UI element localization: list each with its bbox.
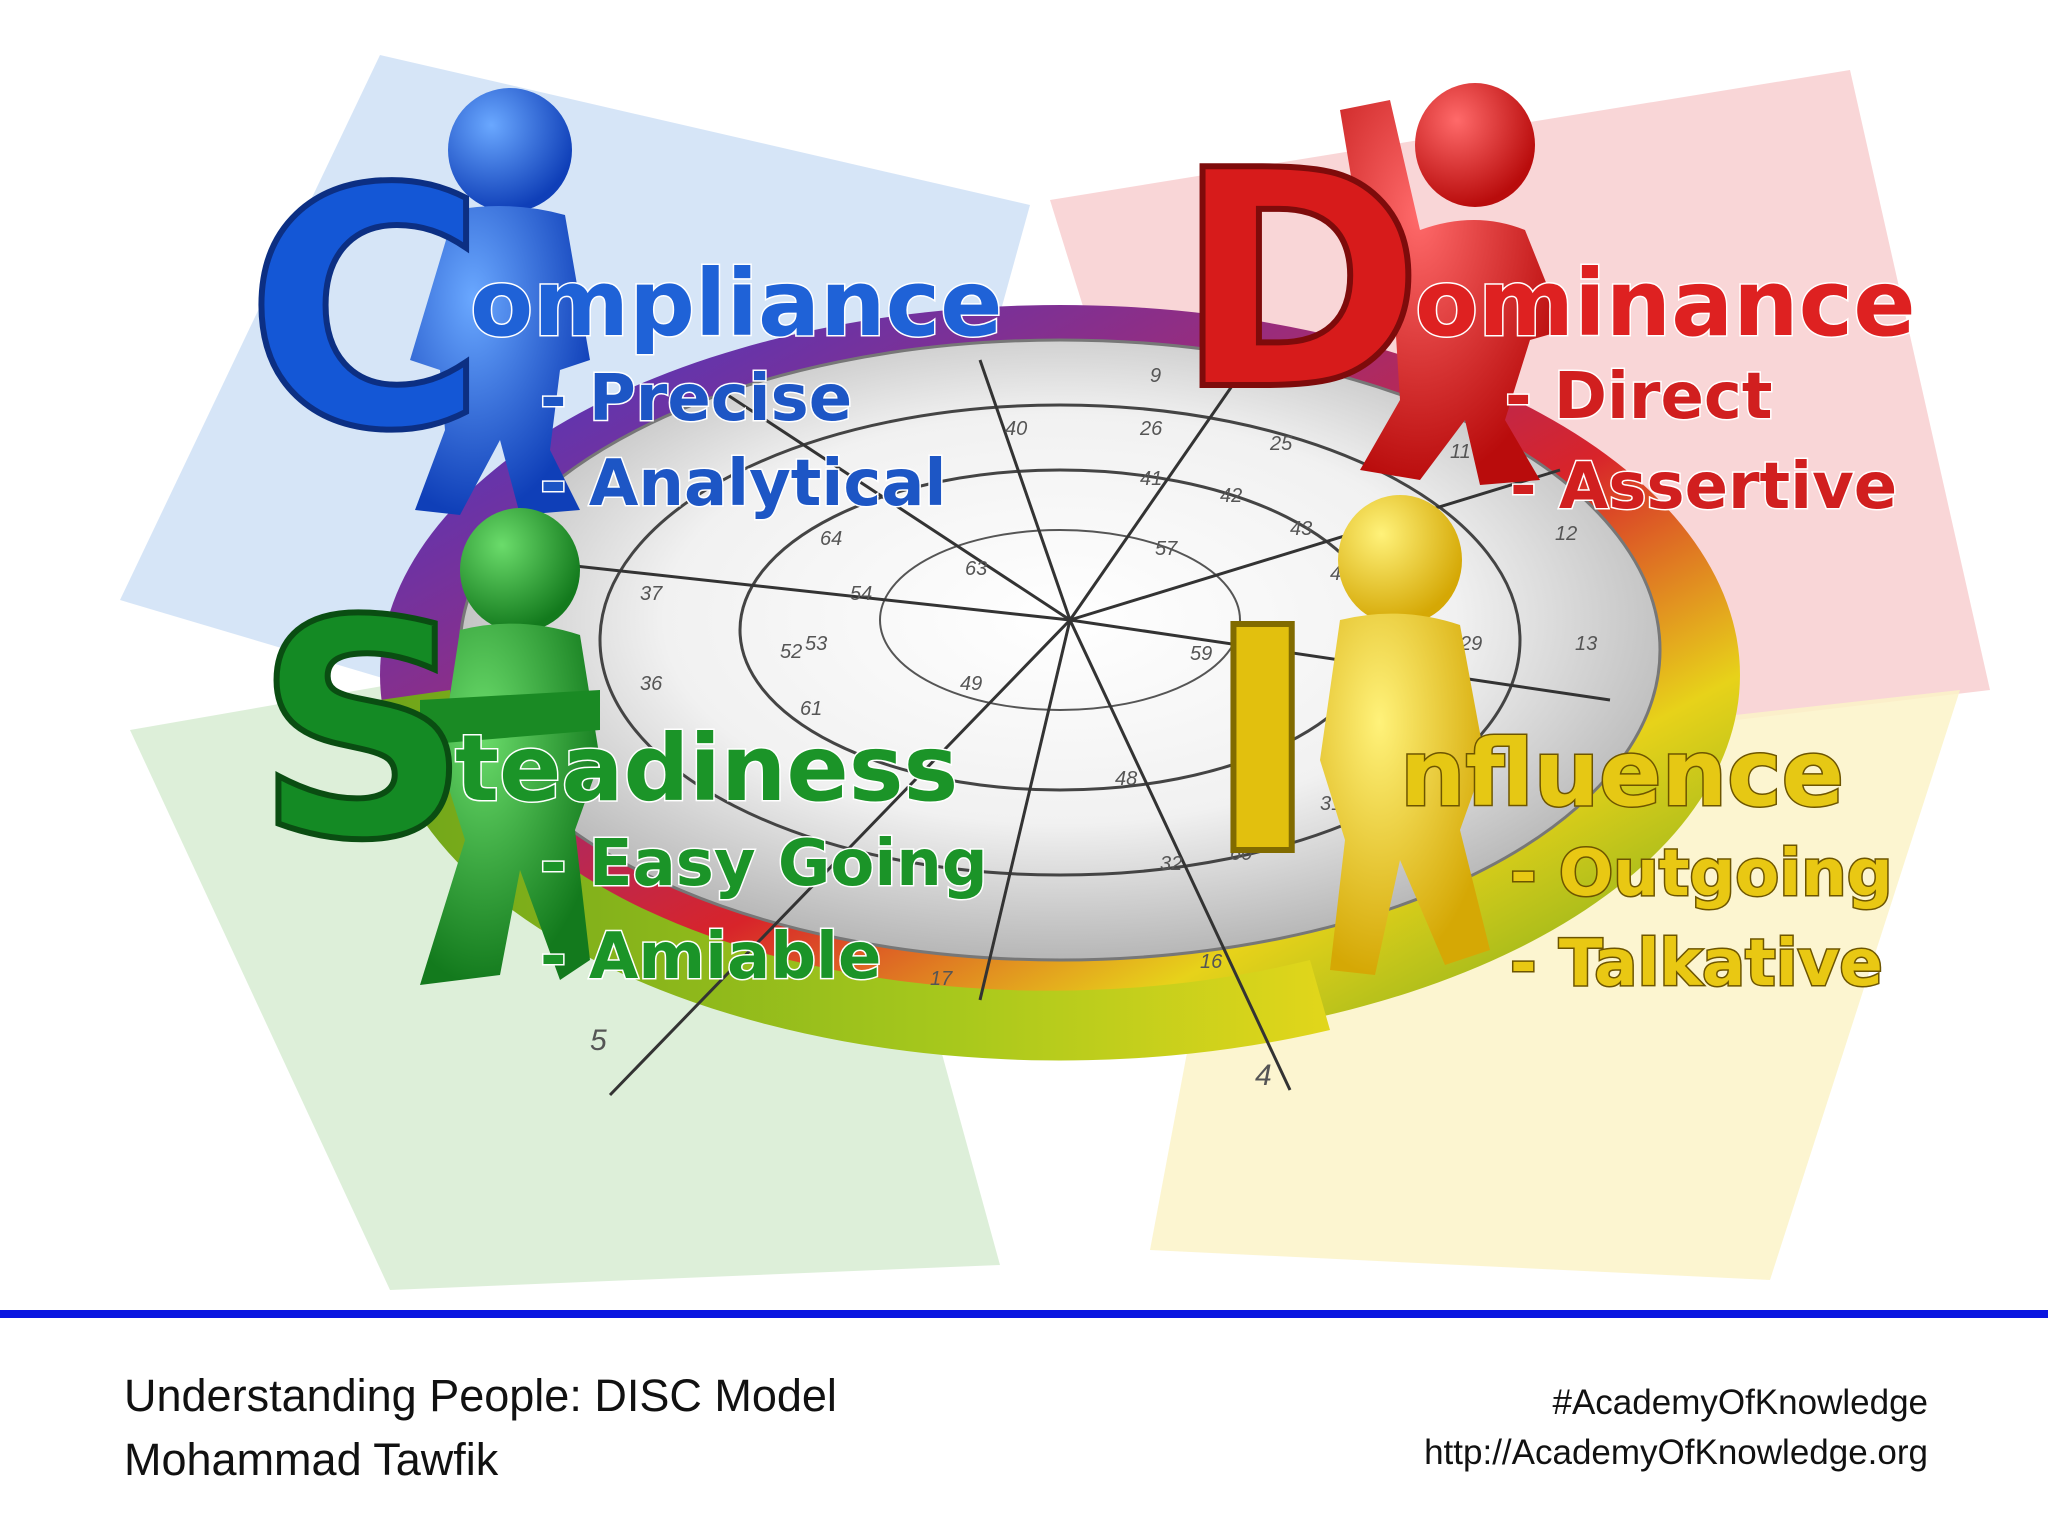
- dial-number: 63: [965, 558, 987, 580]
- dial-number: 29: [1459, 633, 1482, 655]
- letter-s: S: [255, 557, 471, 906]
- dominance-label-group: ominance - Direct - Assertive: [1414, 249, 1918, 526]
- dial-number: 26: [1139, 418, 1163, 440]
- dominance-trait-direct: - Direct: [1505, 360, 1772, 434]
- dial-number: 32: [1160, 853, 1182, 875]
- compliance-trait-precise: - Precise: [540, 362, 852, 436]
- red-figure: [1340, 83, 1565, 485]
- letter-i: I: [1205, 563, 1320, 924]
- dial-number: 41: [1140, 468, 1162, 490]
- dial-number: 61: [800, 698, 822, 720]
- influence-word: nfluence: [1400, 720, 1844, 827]
- dominance-word: ominance: [1415, 250, 1916, 357]
- dial-number: 43: [1290, 518, 1312, 540]
- compliance-label-group: ompliance - Precise - Analytical: [469, 249, 1005, 523]
- letter-d: D: [1175, 107, 1424, 456]
- blue-figure: [410, 88, 590, 515]
- dial-number: 9: [1150, 365, 1161, 387]
- dial-number: 40: [1005, 418, 1027, 440]
- hashtag: #AcademyOfKnowledge: [1552, 1383, 1929, 1422]
- dial-number: 12: [1555, 523, 1577, 545]
- footer-left: Understanding People: DISC Model Mohamma…: [124, 1364, 837, 1492]
- dominance-trait-assertive: - Assertive: [1510, 450, 1897, 524]
- steadiness-trait-easy-going: - Easy Going: [540, 827, 988, 901]
- influence-label-group: nfluence - Outgoing - Talkative: [1399, 719, 1895, 1003]
- steadiness-label-group: teadiness - Easy Going - Amiable: [454, 714, 990, 996]
- compliance-word: ompliance: [470, 250, 1003, 357]
- disc-model-diagram: 9262511404142434412132957646354533752613…: [120, 55, 1990, 1290]
- dial-number: 37: [640, 583, 663, 605]
- dial-number: 59: [1190, 643, 1212, 665]
- dial-number: 5: [590, 1024, 607, 1057]
- influence-trait-talkative: - Talkative: [1510, 927, 1883, 1001]
- dial-number: 57: [1155, 538, 1178, 560]
- dial-number: 64: [820, 528, 842, 550]
- footer-right: #AcademyOfKnowledge http://AcademyOfKnow…: [1424, 1378, 1928, 1478]
- website-url: http://AcademyOfKnowledge.org: [1424, 1433, 1928, 1472]
- dial-number: 42: [1220, 485, 1242, 507]
- author-name: Mohammad Tawfik: [124, 1434, 499, 1485]
- compliance-trait-analytical: - Analytical: [540, 447, 946, 521]
- green-figure: [420, 508, 600, 985]
- presentation-title: Understanding People: DISC Model: [124, 1370, 837, 1421]
- steadiness-trait-amiable: - Amiable: [540, 920, 881, 994]
- footer-divider: [0, 1310, 2048, 1318]
- dial-number: 49: [960, 673, 982, 695]
- dial-number: 36: [640, 673, 663, 695]
- influence-trait-outgoing: - Outgoing: [1510, 837, 1893, 911]
- dial-number: 48: [1115, 768, 1137, 790]
- dial-number: 52: [780, 641, 802, 663]
- dial-number: 13: [1575, 633, 1597, 655]
- dial-number: 25: [1269, 433, 1293, 455]
- dial-number: 11: [1450, 441, 1471, 463]
- dial-number: 54: [850, 583, 872, 605]
- dial-number: 53: [805, 633, 827, 655]
- dial-number: 17: [930, 968, 953, 990]
- steadiness-word: teadiness: [455, 715, 958, 822]
- dial-number: 60: [1230, 843, 1252, 865]
- yellow-figure: [1320, 495, 1490, 975]
- letter-c: C: [245, 119, 487, 503]
- dial-number: 16: [1200, 951, 1223, 973]
- dial-number: 4: [1255, 1059, 1272, 1092]
- dial-numbers: 9262511404142434412132957646354533752613…: [590, 365, 1597, 1092]
